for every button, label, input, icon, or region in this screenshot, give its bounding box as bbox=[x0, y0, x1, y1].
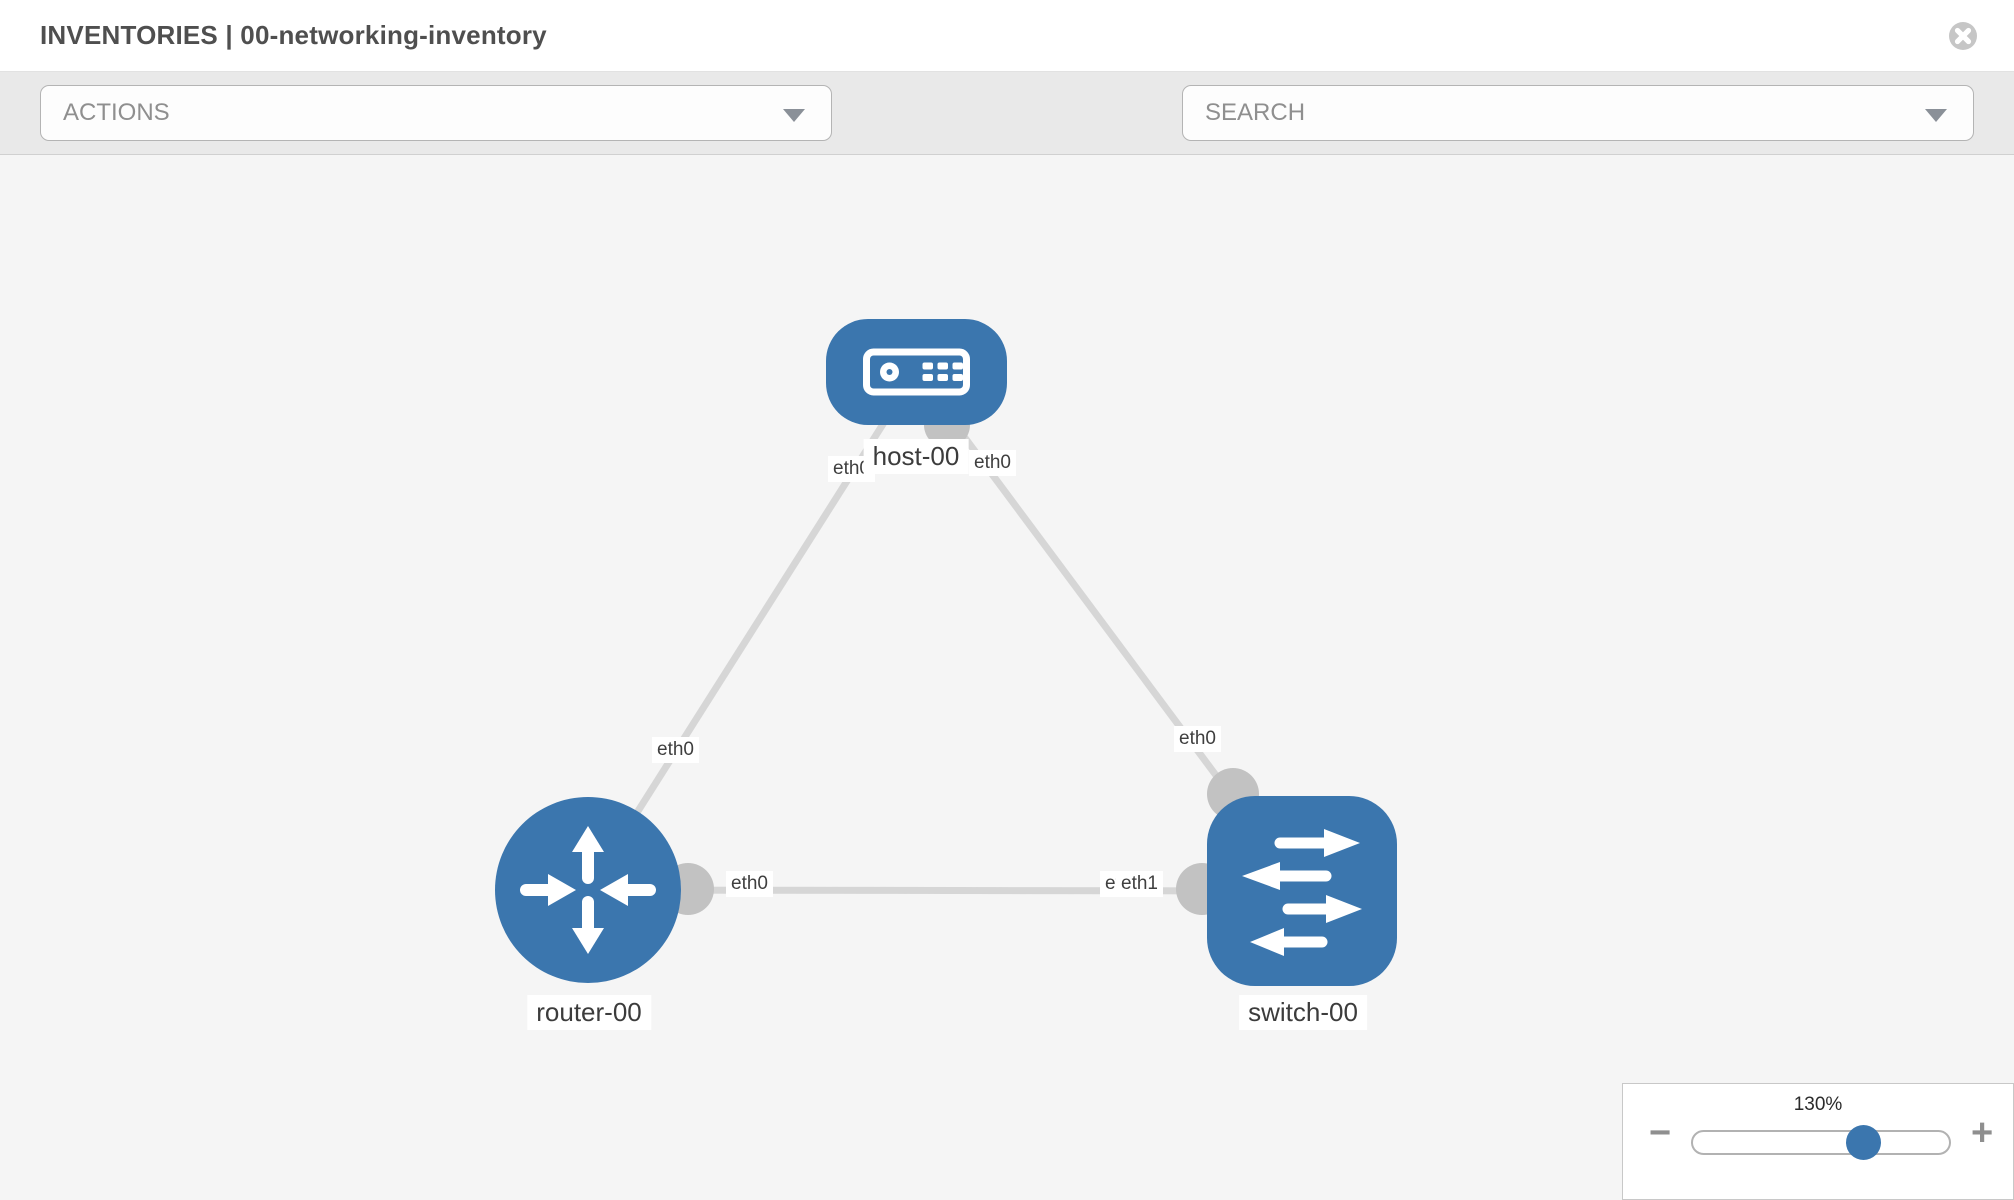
node-label-host-00: host-00 bbox=[863, 439, 969, 474]
toolbar: ACTIONS SEARCH bbox=[0, 72, 2014, 202]
actions-dropdown[interactable]: ACTIONS bbox=[40, 85, 832, 141]
header: INVENTORIES | 00-networking-inventory bbox=[0, 0, 2014, 72]
search-dropdown[interactable]: SEARCH bbox=[1182, 85, 1974, 141]
node-host-00[interactable] bbox=[826, 319, 1007, 425]
switch-arrows-icon bbox=[1242, 829, 1362, 956]
topology-canvas[interactable]: 130% − + eth0eth0eth0eth0eth0eth1eth1hos… bbox=[0, 155, 2014, 1200]
circle-x-icon bbox=[1949, 22, 1977, 50]
node-router-00[interactable] bbox=[495, 797, 681, 983]
zoom-slider-track[interactable] bbox=[1691, 1125, 1951, 1160]
zoom-in-button[interactable]: + bbox=[1971, 1112, 1994, 1154]
interface-label: eth1 bbox=[1116, 871, 1163, 897]
close-button[interactable] bbox=[1948, 21, 1978, 51]
search-dropdown-label: SEARCH bbox=[1205, 99, 1306, 126]
server-icon bbox=[863, 348, 970, 396]
actions-dropdown-label: ACTIONS bbox=[63, 99, 170, 126]
interface-label: eth0 bbox=[1174, 726, 1221, 752]
page-title: INVENTORIES | 00-networking-inventory bbox=[40, 20, 547, 50]
interface-label: eth0 bbox=[652, 737, 699, 763]
zoom-slider-thumb[interactable] bbox=[1846, 1125, 1881, 1160]
node-label-router-00: router-00 bbox=[527, 995, 651, 1030]
chevron-down-icon bbox=[783, 109, 805, 122]
chevron-down-icon bbox=[1925, 109, 1947, 122]
interface-label: eth0 bbox=[969, 450, 1016, 476]
node-label-switch-00: switch-00 bbox=[1239, 995, 1367, 1030]
node-switch-00[interactable] bbox=[1207, 796, 1397, 986]
router-arrows-icon bbox=[520, 826, 656, 954]
zoom-control-panel: 130% − + bbox=[1622, 1083, 2014, 1200]
zoom-out-button[interactable]: − bbox=[1649, 1112, 1672, 1154]
zoom-level-value: 130% bbox=[1793, 1094, 1843, 1115]
interface-label: eth0 bbox=[726, 871, 773, 897]
